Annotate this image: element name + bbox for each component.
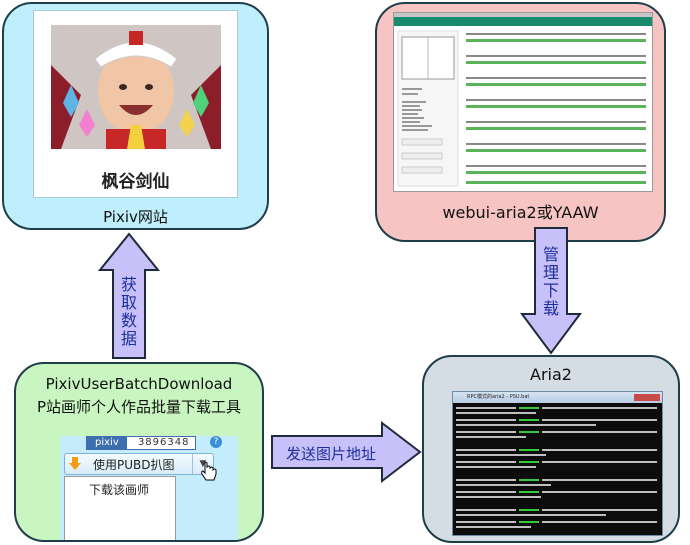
pixiv-profile-card: 枫谷剑仙 <box>33 10 238 198</box>
fetch-data-label: 获 取 数 据 <box>119 276 139 348</box>
webui-screenshot <box>393 12 653 192</box>
pixiv-profile-avatar <box>51 25 221 149</box>
pixiv-caption: Pixiv网站 <box>103 208 168 226</box>
manage-char-2: 理 <box>542 263 559 282</box>
chevron-down-icon[interactable]: ▼ <box>192 454 213 474</box>
pubd-button-label: 使用PUBD扒图 <box>93 458 175 472</box>
webui-aria2-node: webui-aria2或YAAW <box>375 2 666 242</box>
window-controls-icon[interactable] <box>634 394 660 401</box>
webui-screen-icon <box>394 13 652 187</box>
console-title-bar: RPC模式的aria2 - PSU.bat <box>453 392 662 403</box>
aria2-console-window: RPC模式的aria2 - PSU.bat <box>452 391 663 536</box>
pixiv-id-label: pixiv <box>87 437 127 449</box>
pubd-dropdown-menu: 下载该画师 <box>64 476 176 540</box>
pixiv-id-value: 3896348 <box>137 437 190 448</box>
console-output-icon <box>456 407 657 528</box>
webui-caption: webui-aria2或YAAW <box>442 203 599 222</box>
fetch-char-3: 数 <box>120 311 137 330</box>
download-arrow-icon <box>69 456 81 470</box>
manage-char-1: 管 <box>542 245 559 264</box>
aria2-node: Aria2 RPC模式的aria2 - PSU.bat <box>422 355 680 543</box>
help-icon[interactable]: ? <box>210 436 222 448</box>
pubd-title: PixivUserBatchDownload <box>45 375 233 393</box>
pubd-subtitle: P站画师个人作品批量下载工具 <box>36 398 242 416</box>
baby-photo-icon <box>51 25 221 149</box>
fetch-data-arrow <box>98 232 160 359</box>
fetch-char-2: 取 <box>120 293 137 312</box>
pubd-node: PixivUserBatchDownload P站画师个人作品批量下载工具 pi… <box>14 362 264 542</box>
manage-char-4: 载 <box>542 299 559 318</box>
cursor-hand-icon <box>200 461 218 482</box>
send-urls-label: 发送图片地址 <box>285 445 376 463</box>
pixiv-id-badge: pixiv 3896348 <box>86 436 196 450</box>
manage-download-label: 管 理 下 载 <box>541 246 561 318</box>
fetch-char-4: 据 <box>120 329 137 348</box>
pixiv-user-name: 枫谷剑仙 <box>101 172 170 192</box>
pixiv-site-node: 枫谷剑仙 Pixiv网站 <box>2 2 269 230</box>
manage-download-arrow <box>520 227 582 355</box>
manage-char-3: 下 <box>542 281 559 300</box>
pubd-download-button[interactable]: 使用PUBD扒图 ▼ <box>64 453 214 475</box>
send-urls-arrow <box>271 420 422 484</box>
aria2-caption: Aria2 <box>530 365 572 384</box>
menu-item-download-artist[interactable]: 下载该画师 <box>89 483 150 497</box>
console-window-title: RPC模式的aria2 - PSU.bat <box>467 394 530 400</box>
pubd-screenshot: pixiv 3896348 ? 使用PUBD扒图 ▼ 下载该画师 <box>60 436 238 540</box>
fetch-char-1: 获 <box>120 275 137 294</box>
